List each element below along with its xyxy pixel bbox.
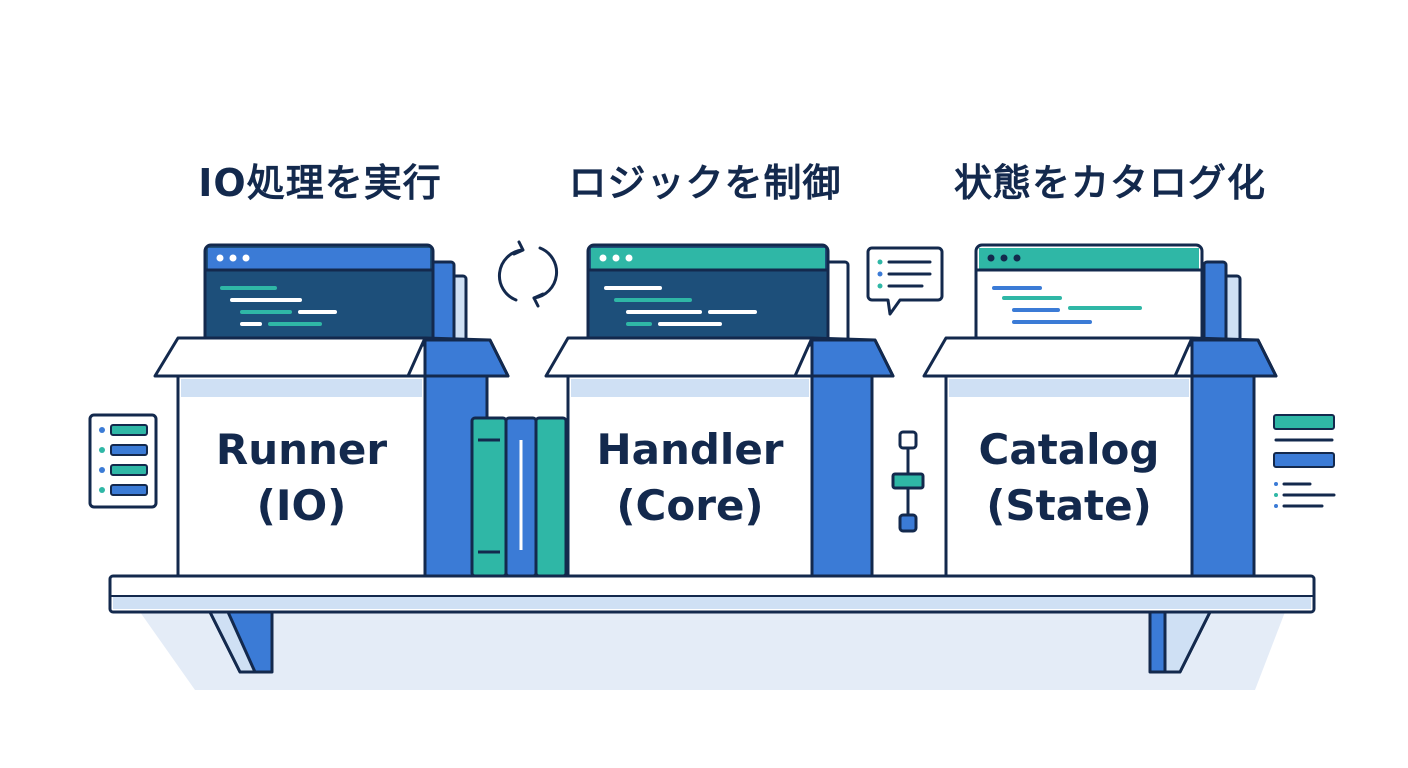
runner-box-label-line2: (IO) — [256, 481, 347, 530]
catalog-box-label-line1: Catalog — [978, 425, 1160, 474]
handler-box-label-line2: (Core) — [616, 481, 764, 530]
checklist-icon — [88, 413, 158, 509]
handler-column-title: ロジックを制御 — [568, 161, 842, 205]
shelf-bracket-right — [1148, 610, 1212, 674]
books-icon — [470, 416, 568, 578]
floor-shadow — [140, 612, 1285, 690]
catalog-box-label-line2: (State) — [986, 481, 1152, 530]
catalog-box — [922, 336, 1278, 578]
runner-box-label-line1: Runner — [215, 425, 388, 474]
runner-column-title: IO処理を実行 — [198, 161, 442, 205]
refresh-cycle-icon — [497, 240, 559, 308]
shelf-board — [108, 574, 1316, 614]
handler-window-stack — [586, 243, 850, 360]
catalog-window-stack — [974, 243, 1242, 360]
runner-window-stack — [203, 243, 468, 360]
catalog-column-title: 状態をカタログ化 — [953, 161, 1266, 205]
lines-list-icon — [1273, 414, 1336, 508]
handler-box-label-line1: Handler — [596, 425, 784, 474]
handler-box — [544, 336, 895, 578]
flow-connector-icon — [891, 430, 925, 533]
chat-bubble-icon — [866, 246, 944, 316]
